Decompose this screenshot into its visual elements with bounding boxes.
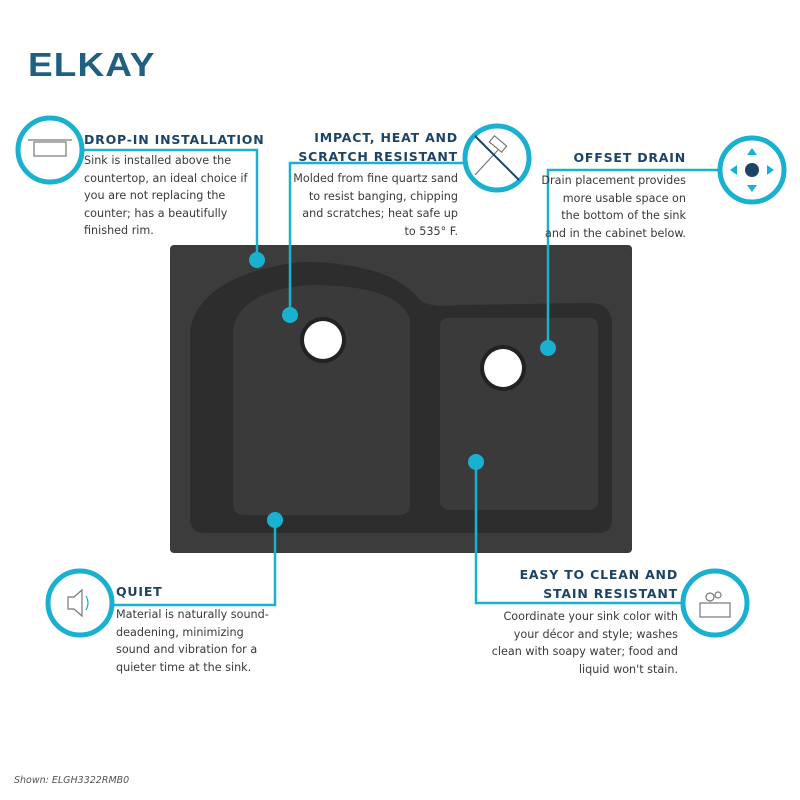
model-caption: Shown: ELGH3322RMB0 xyxy=(14,775,130,786)
feature-title: EASY TO CLEAN AND xyxy=(519,567,678,582)
feature-text: and in the cabinet below. xyxy=(544,226,686,240)
feature-text: the bottom of the sink xyxy=(561,209,686,222)
feature-impact: IMPACT, HEAT AND SCRATCH RESISTANT Molde… xyxy=(293,128,458,240)
small-bowl xyxy=(440,318,598,510)
feature-text: sound and vibration for a xyxy=(116,643,258,656)
feature-text: counter; has a beautifully xyxy=(84,206,228,220)
feature-text: to 535° F. xyxy=(404,224,458,238)
feature-text: liquid won't stain. xyxy=(578,662,678,676)
feature-text: to resist banging, chipping xyxy=(308,189,458,203)
feature-title: IMPACT, HEAT AND xyxy=(314,130,458,145)
feature-title: DROP-IN INSTALLATION xyxy=(84,132,265,147)
drop-in-sink-icon xyxy=(15,115,85,185)
feature-title: SCRATCH RESISTANT xyxy=(298,149,458,164)
feature-easy-clean: EASY TO CLEAN AND STAIN RESISTANT Coordi… xyxy=(492,565,678,678)
large-bowl xyxy=(233,285,410,515)
feature-text: you are not replacing the xyxy=(84,189,226,202)
elkay-logo: ELKAY xyxy=(28,46,156,83)
feature-text: more usable space on xyxy=(562,191,686,205)
feature-text: and scratches; heat safe up xyxy=(302,207,458,220)
feature-text: Sink is installed above the xyxy=(84,154,232,167)
feature-text: Drain placement provides xyxy=(541,174,686,187)
feature-title: STAIN RESISTANT xyxy=(543,586,678,601)
feature-offset-drain: OFFSET DRAIN Drain placement provides mo… xyxy=(541,148,686,242)
callout-lines xyxy=(82,148,720,607)
feature-text: Coordinate your sink color with xyxy=(503,610,679,623)
feature-quiet: QUIET Material is naturally sound- deade… xyxy=(116,582,269,676)
feature-text: clean with soapy water; food and xyxy=(491,645,678,658)
feature-text: your décor and style; washes xyxy=(513,627,678,641)
feature-title: QUIET xyxy=(116,584,163,599)
feature-text: Material is naturally sound- xyxy=(116,608,269,621)
feature-text: deadening, minimizing xyxy=(116,625,244,639)
speaker-icon xyxy=(45,568,115,638)
feature-text: finished rim. xyxy=(84,224,154,237)
feature-text: quieter time at the sink. xyxy=(116,660,252,674)
feature-text: Molded from fine quartz sand xyxy=(293,172,458,185)
callout-dots xyxy=(249,252,556,528)
feature-text: countertop, an ideal choice if xyxy=(84,171,248,185)
feature-drop-in: DROP-IN INSTALLATION Sink is installed a… xyxy=(84,130,264,240)
feature-title: OFFSET DRAIN xyxy=(573,150,686,165)
